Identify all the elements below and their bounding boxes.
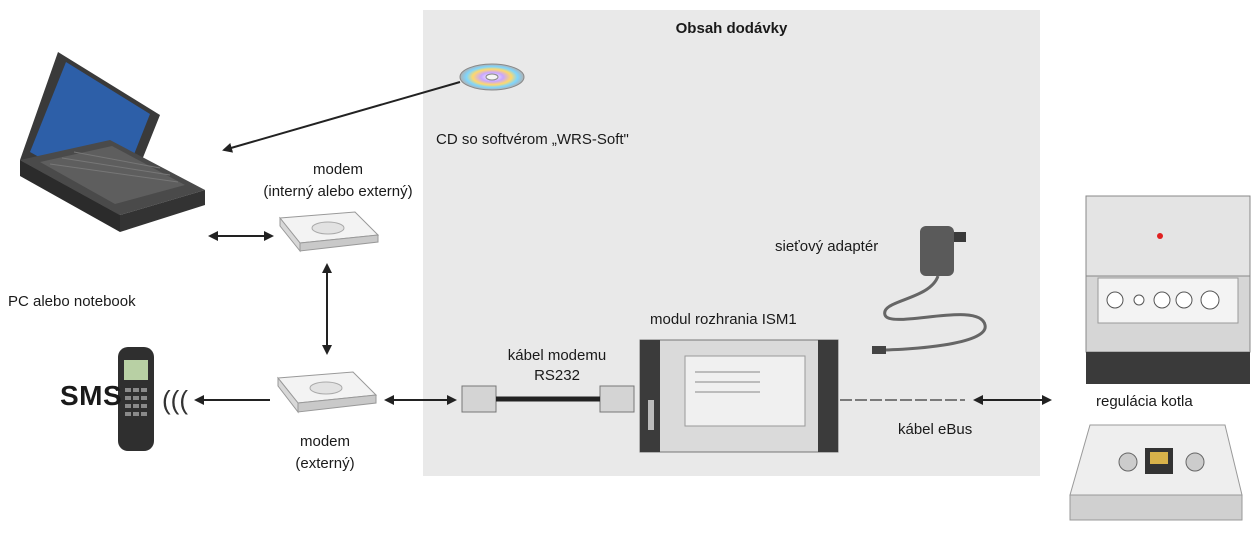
ism1-label: modul rozhrania ISM1 [650, 311, 797, 328]
control-panel-icon [1069, 424, 1243, 521]
delivery-box-title: Obsah dodávky [675, 20, 788, 37]
wireless-waves-icon: ((( [162, 385, 188, 415]
modem-internal-label-line1: modem [312, 161, 364, 178]
modem-cable-label-line1: kábel modemu [507, 347, 607, 364]
laptop-icon [20, 52, 205, 232]
modem-external-icon [277, 371, 378, 414]
modem-internal-label-line2: (interný alebo externý) [263, 183, 413, 200]
cd-icon [459, 63, 525, 91]
modem-external-label-line1: modem [299, 433, 351, 450]
arrow-cd-to-laptop [222, 81, 461, 153]
boiler-controller-icon [1085, 195, 1251, 384]
modem-cable-label-line2: RS232 [534, 367, 580, 384]
power-adapter-icon [872, 226, 987, 354]
boiler-label: regulácia kotla [1096, 393, 1193, 410]
interface-module-icon [639, 339, 839, 453]
modem-external-label-line2: (externý) [295, 455, 355, 472]
mobile-phone-icon [118, 347, 154, 451]
ebus-label: kábel eBus [898, 421, 973, 438]
modem-internal-icon [279, 211, 380, 253]
sms-label: SMS [60, 380, 123, 411]
cd-label: CD so softvérom „WRS-Soft" [436, 131, 629, 148]
serial-cable-icon [461, 385, 635, 413]
pc-label: PC alebo notebook [8, 293, 136, 310]
adapter-label: sieťový adaptér [775, 238, 879, 255]
connector-arrows [194, 81, 1052, 405]
